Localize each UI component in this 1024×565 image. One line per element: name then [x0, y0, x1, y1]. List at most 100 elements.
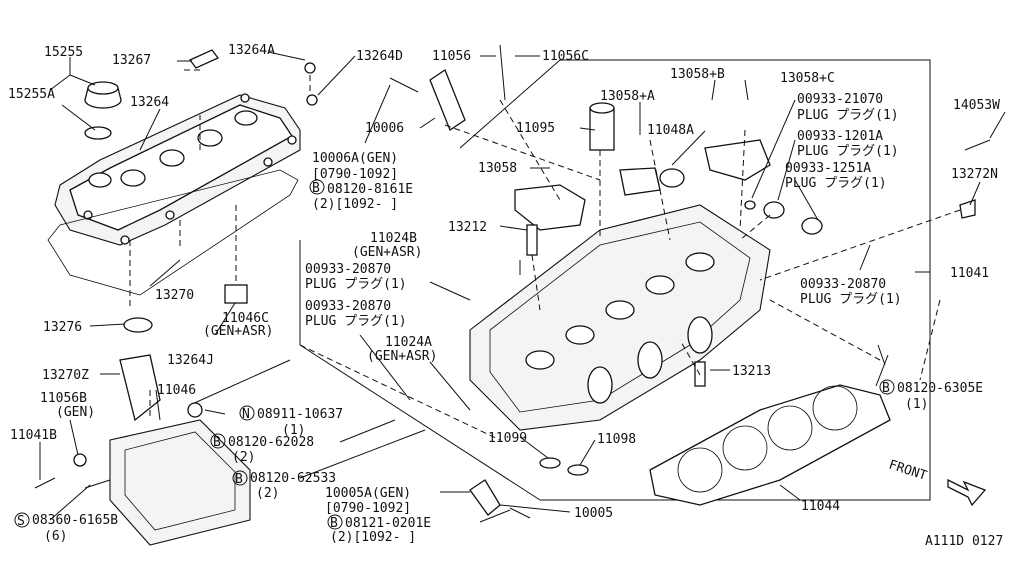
label-08120-8161E-qty: (2)[1092- ]: [312, 197, 398, 212]
label-13264: 13264: [130, 95, 169, 110]
part-13272N: [959, 199, 976, 219]
nut-08911: [187, 402, 203, 418]
part-11095: [589, 102, 615, 151]
label-13058A: 13058+A: [600, 89, 655, 104]
label-10005A-dates: [0790-1092]: [325, 501, 411, 516]
label-11098: 11098: [597, 432, 636, 447]
label-00933-1251A-plug: PLUG プラグ(1): [785, 176, 887, 191]
label-08120-6305E-qty: (1): [905, 397, 928, 412]
label-11024A-gen: (GEN+ASR): [367, 349, 437, 364]
diagram-code: A111D 0127: [925, 534, 1003, 549]
label-11048A: 11048A: [647, 123, 694, 138]
label-13270: 13270: [155, 288, 194, 303]
label-13264D: 13264D: [356, 49, 403, 64]
screw-08360: [84, 479, 111, 489]
symbol-screw: S: [17, 514, 25, 529]
label-11024B: 11024B: [370, 231, 417, 246]
label-11099: 11099: [488, 431, 527, 446]
label-11024A: 11024A: [385, 335, 432, 350]
label-13213: 13213: [732, 364, 771, 379]
label-11056B-gen: (GEN): [56, 405, 95, 420]
label-08911-10637-qty: (1): [282, 423, 305, 438]
rocker-cover: [54, 93, 301, 246]
label-11041: 11041: [950, 266, 989, 281]
bolt-11056: [499, 44, 506, 101]
label-11046C: 11046C: [222, 311, 269, 326]
label-11046: 11046: [157, 383, 196, 398]
stud-11041B: [34, 477, 56, 489]
callout-labels: 15255 15255A 13267 13264A 13264D 13264 1…: [8, 43, 1003, 549]
label-13212: 13212: [448, 220, 487, 235]
washer-13264A: [304, 62, 316, 74]
symbol-bolt-1: B: [312, 181, 320, 196]
symbol-bolt-2: B: [213, 435, 221, 450]
label-15255: 15255: [44, 45, 83, 60]
seal-13276: [123, 317, 153, 333]
label-11046C-gen: (GEN+ASR): [203, 324, 273, 339]
label-08360-6165B: 08360-6165B: [32, 513, 118, 528]
oil-filler-cap: [84, 81, 122, 140]
label-13264A: 13264A: [228, 43, 275, 58]
symbol-nut: N: [242, 407, 250, 422]
label-10005A: 10005A(GEN): [325, 486, 411, 501]
label-13058C: 13058+C: [780, 71, 835, 86]
label-08120-62533-qty: (2): [256, 486, 279, 501]
label-00933-20870-c-plug: PLUG プラグ(1): [800, 292, 902, 307]
label-00933-20870-b-plug: PLUG プラグ(1): [305, 314, 407, 329]
cover-gasket: [47, 169, 299, 296]
label-00933-1251A: 00933-1251A: [785, 161, 871, 176]
label-14053W: 14053W: [953, 98, 1000, 113]
circle-symbols: B N B B B B S: [14, 179, 895, 531]
front-arrow: FRONT: [887, 458, 987, 507]
bolt-0201E: [509, 507, 531, 519]
seal-11098: [567, 464, 589, 476]
label-13276: 13276: [43, 320, 82, 335]
nut-11056B: [73, 453, 87, 467]
bracket-10005: [469, 479, 501, 516]
seal-11099: [539, 457, 561, 469]
label-00933-20870-a-plug: PLUG プラグ(1): [305, 277, 407, 292]
label-13267: 13267: [112, 53, 151, 68]
bracket-10006: [429, 69, 466, 131]
label-08360-6165B-qty: (6): [44, 529, 67, 544]
cylinder-head: [469, 204, 771, 431]
label-08120-62028-qty: (2): [232, 450, 255, 465]
label-11044: 11044: [801, 499, 840, 514]
plug-1251A: [801, 217, 823, 235]
label-08120-6305E: 08120-6305E: [897, 381, 983, 396]
label-13270Z: 13270Z: [42, 368, 89, 383]
plug-21070: [744, 200, 756, 210]
guide-lines: [129, 69, 961, 441]
front-label: FRONT: [887, 458, 929, 484]
label-00933-20870-b: 00933-20870: [305, 299, 391, 314]
camshaft-caps: [514, 139, 771, 231]
label-08121-0201E-qty: (2)[1092- ]: [330, 530, 416, 545]
label-15255A: 15255A: [8, 87, 55, 102]
guide-13212: [526, 224, 538, 256]
head-gasket: [649, 384, 891, 506]
symbol-bolt-4: B: [330, 516, 338, 531]
label-08120-62533: 08120-62533: [250, 471, 336, 486]
label-13058B: 13058+B: [670, 67, 725, 82]
label-00933-20870-c: 00933-20870: [800, 277, 886, 292]
label-00933-21070-plug: PLUG プラグ(1): [797, 108, 899, 123]
label-08120-62028: 08120-62028: [228, 435, 314, 450]
label-10006: 10006: [365, 121, 404, 136]
label-11056: 11056: [432, 49, 471, 64]
part-13267: [188, 49, 220, 69]
symbol-bolt-5: B: [882, 381, 890, 396]
washer-13264D: [306, 94, 318, 106]
label-11024B-gen: (GEN+ASR): [352, 245, 422, 260]
label-13272N: 13272N: [951, 167, 998, 182]
symbol-bolt-3: B: [235, 472, 243, 487]
label-11056C: 11056C: [542, 49, 589, 64]
label-10006A-dates: [0790-1092]: [312, 167, 398, 182]
label-00933-21070: 00933-21070: [797, 92, 883, 107]
label-11041B: 11041B: [10, 428, 57, 443]
grommet-13264J: [224, 284, 248, 304]
label-08121-0201E: 08121-0201E: [345, 516, 431, 531]
bolt-14053W: [964, 139, 991, 151]
label-08120-8161E: 08120-8161E: [327, 182, 413, 197]
label-10005: 10005: [574, 506, 613, 521]
